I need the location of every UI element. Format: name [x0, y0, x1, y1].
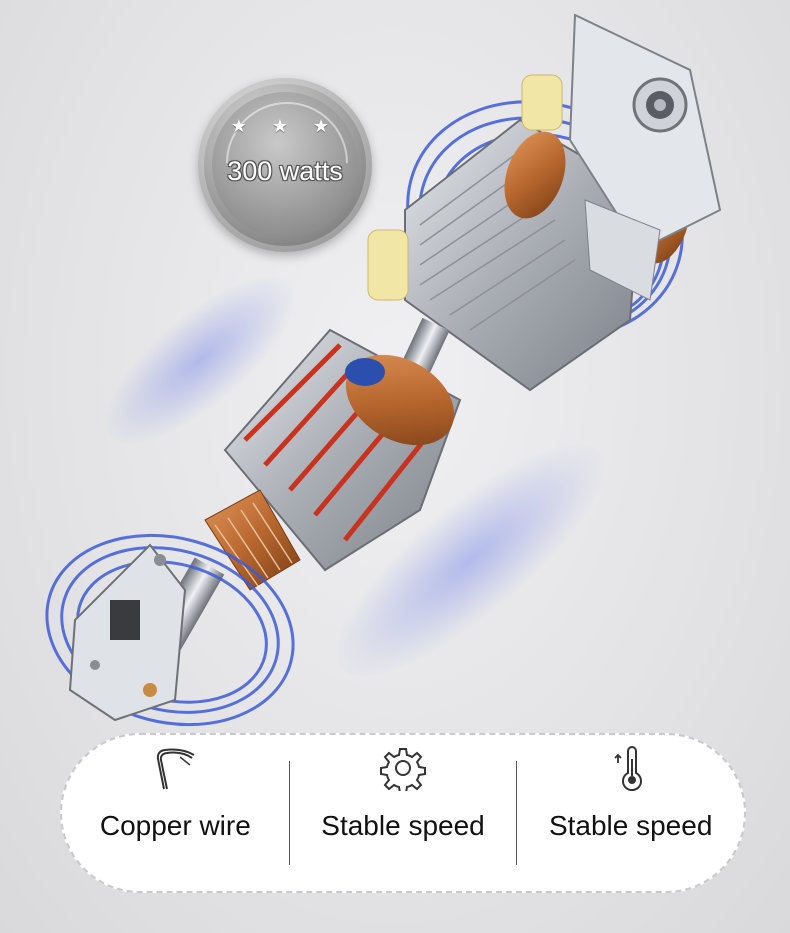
- feature-label-stable-speed: Stable speed: [321, 810, 485, 841]
- feature-stable-speed: Stable speed: [290, 735, 517, 891]
- rating-stars-icon: ★ ★ ★: [230, 116, 340, 136]
- feature-copper-wire: Copper wire: [62, 735, 289, 891]
- feature-bar: Copper wire Stable speed Stable speed: [60, 733, 746, 893]
- gear-icon: [380, 748, 426, 791]
- feature-label-temperature: Stable speed: [548, 810, 713, 841]
- badge-inner: [212, 92, 358, 238]
- motion-streak-right: [335, 442, 605, 678]
- stator: [367, 13, 722, 392]
- armature: [149, 328, 462, 653]
- brush-assembly: [45, 533, 295, 727]
- feature-label-copper-wire: Copper wire: [99, 810, 251, 841]
- feature-temperature: Stable speed: [517, 735, 744, 891]
- thermometer-icon: [614, 746, 642, 791]
- motion-streak-left: [103, 275, 297, 445]
- copper-wire-icon: [157, 748, 195, 790]
- power-label: 300 watts: [227, 156, 343, 186]
- divider: [288, 761, 290, 865]
- power-badge: ★ ★ ★ 300 watts: [198, 76, 374, 252]
- divider: [516, 761, 518, 865]
